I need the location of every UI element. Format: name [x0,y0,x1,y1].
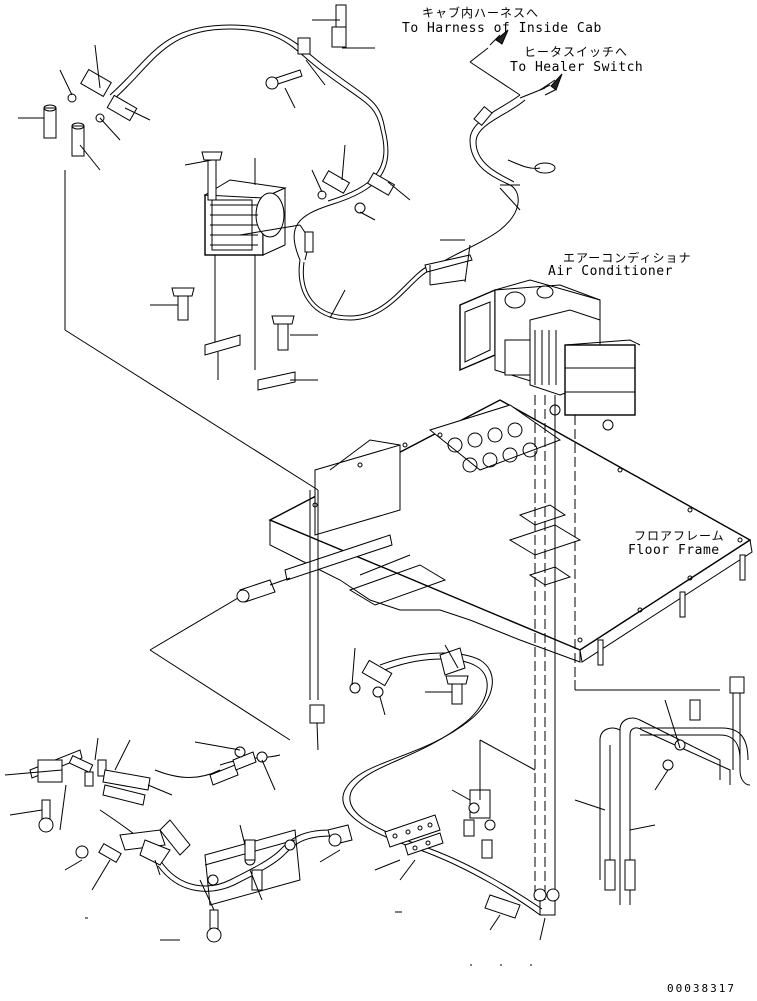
floor-pass-through [64,170,576,900]
heater-switch-label-en: To Healer Switch [510,60,644,75]
cab-harness-label-jp: キャブ内ハーネスへ [422,6,540,20]
top-callout-lines [469,29,563,96]
top-harness-cable [109,24,431,321]
air-conditioner-label-jp: エアーコンディショナ [563,251,692,265]
middle-harness-connectors [304,144,411,319]
heater-unit [184,151,311,261]
leader-lines-top [18,19,375,171]
grommet-fitting [236,577,325,751]
floor-frame-label-en: Floor Frame [628,543,720,558]
heater-brackets [150,255,318,391]
heater-switch-cable [424,84,556,286]
air-conditioner-label-en: Air Conditioner [548,264,673,279]
drawing-number: 00038317 [667,982,736,995]
floor-frame-label-jp: フロアフレーム [634,529,725,543]
bottom-ticks [395,911,532,966]
floor-frame [268,399,753,666]
cab-harness-label-en: To Harness of Inside Cab [402,21,602,36]
air-conditioner-unit [459,279,641,431]
top-connectors [43,4,347,157]
lower-connector-block [319,789,560,941]
lower-harness [99,644,543,916]
heater-switch-label-jp: ヒータスイッチへ [524,45,629,59]
heater-hoses [574,676,751,905]
lower-left-parts [4,737,301,943]
